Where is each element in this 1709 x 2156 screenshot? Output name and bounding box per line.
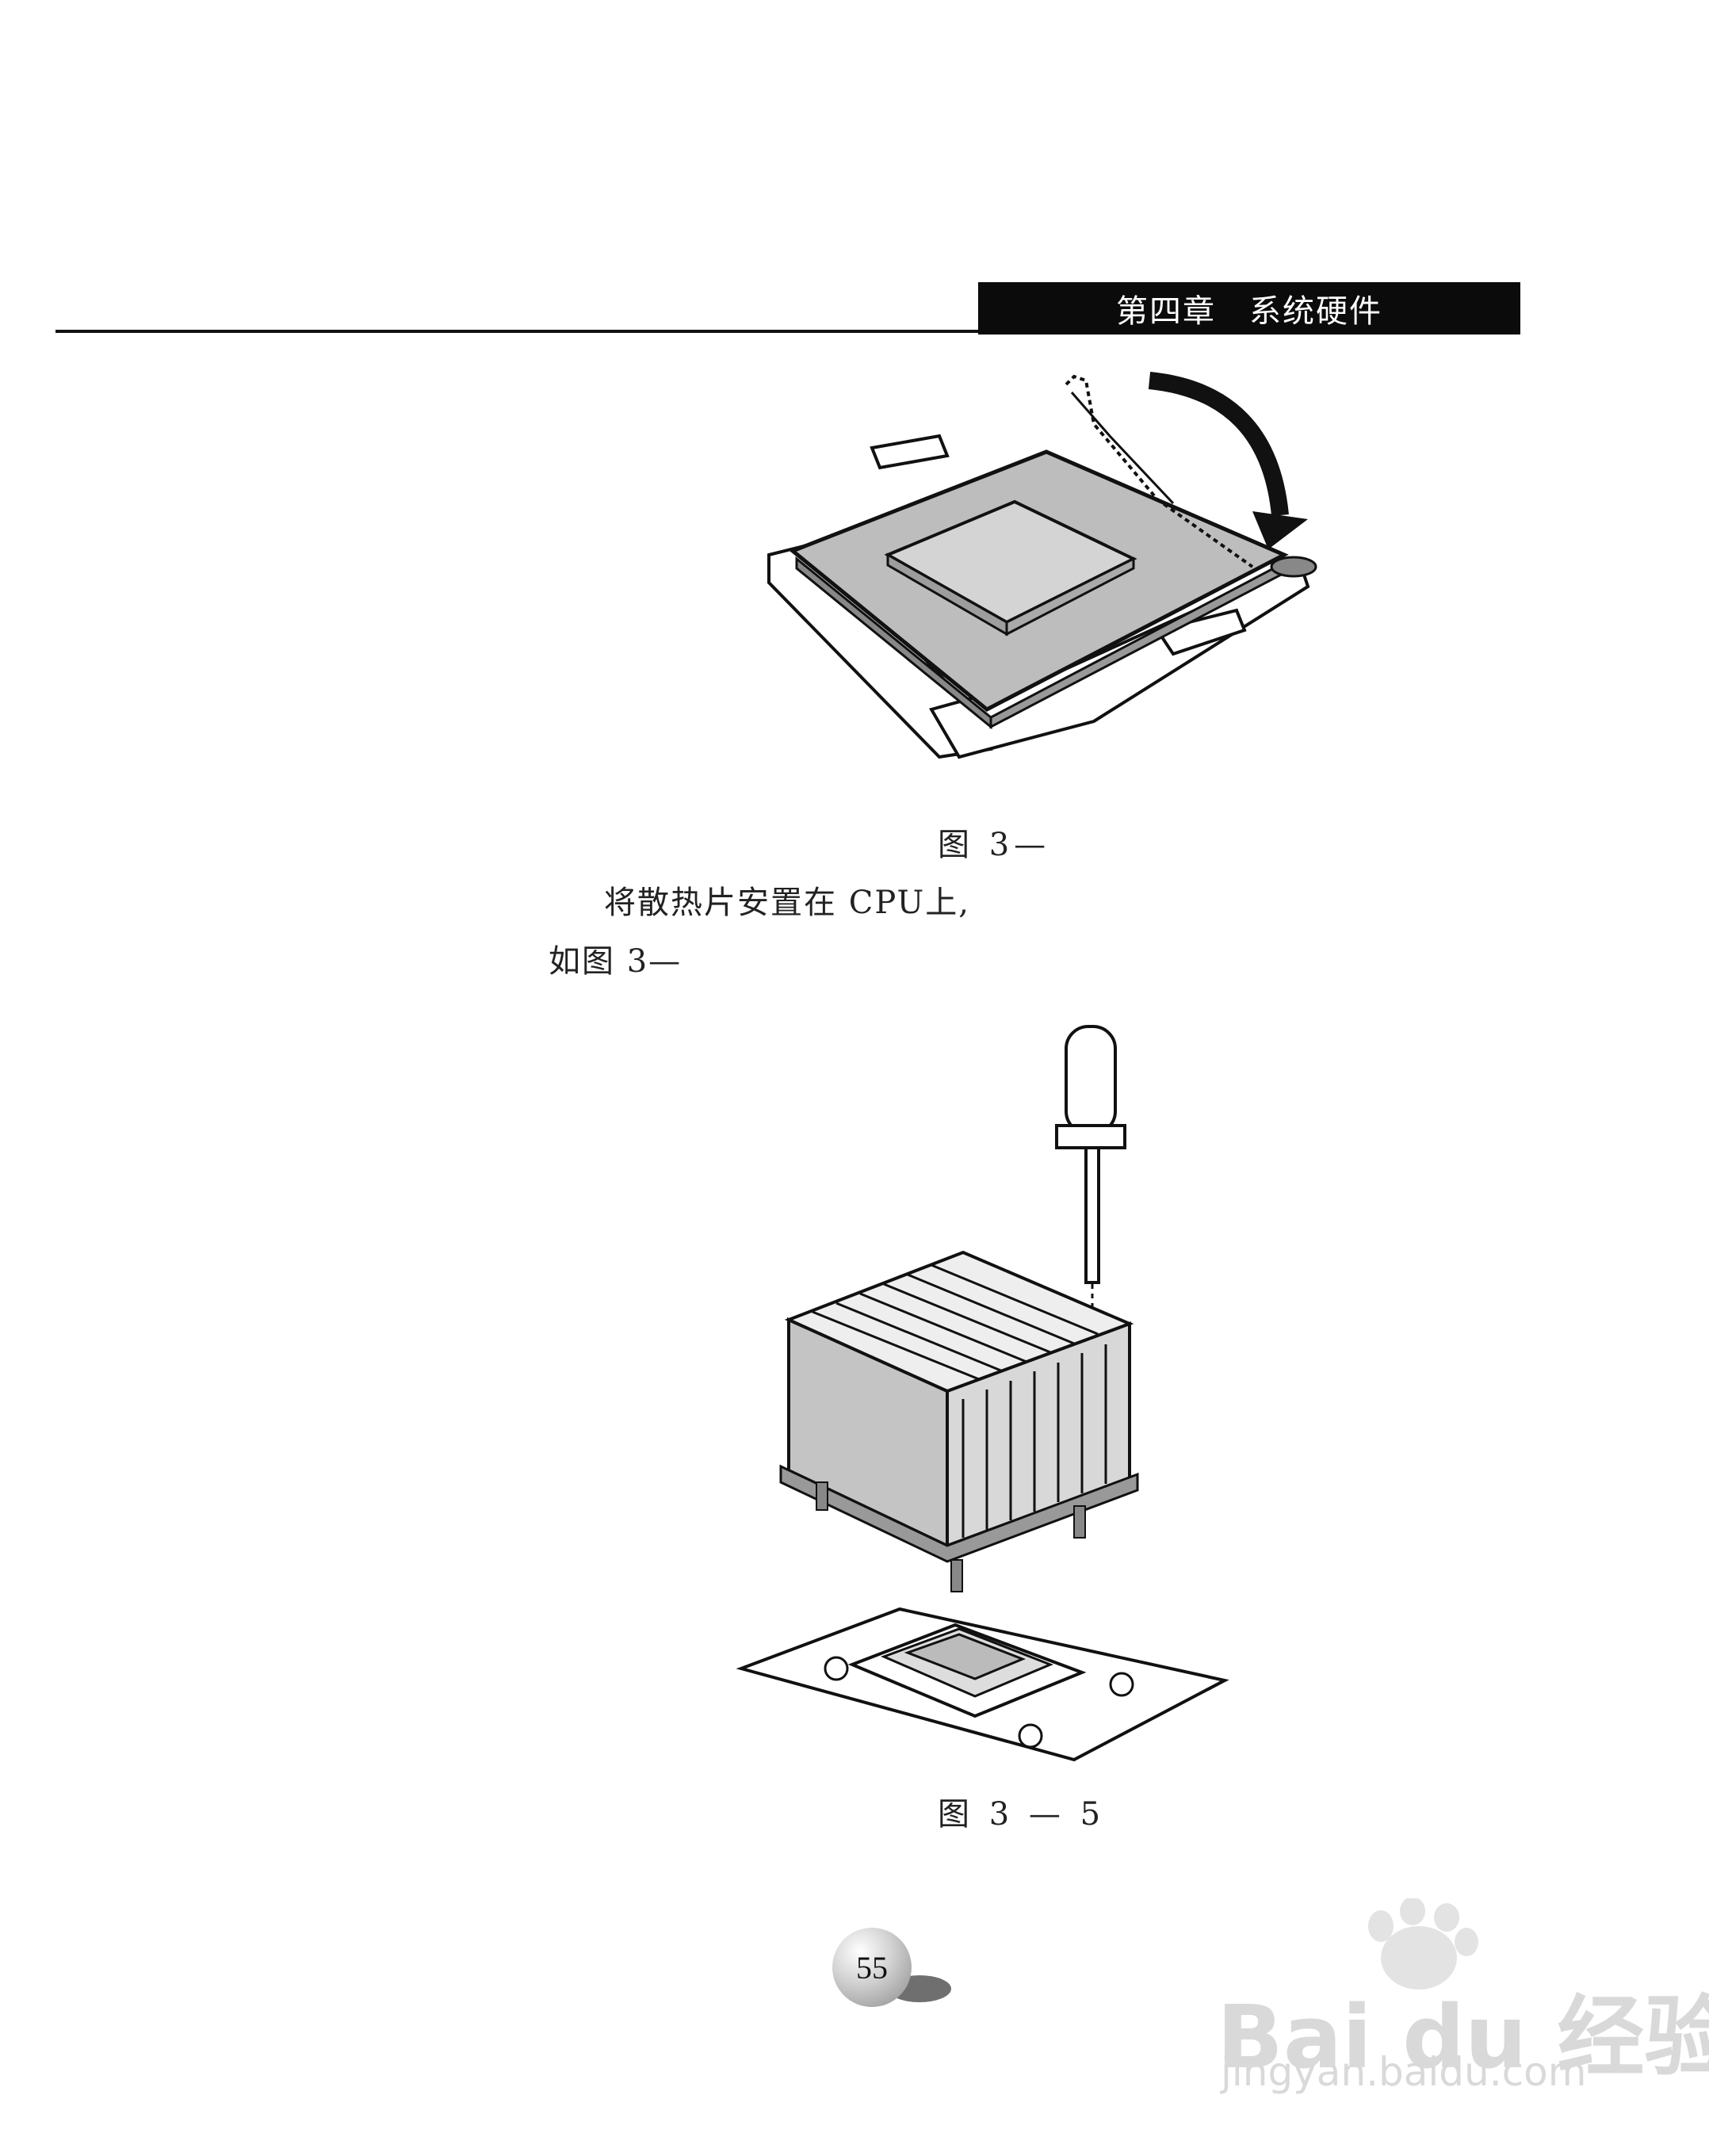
body-text-line-1: 将散热片安置在 CPU上, xyxy=(604,885,970,921)
cpu-socket-figure xyxy=(767,372,1317,759)
body-text-line-2: 如图 3— xyxy=(549,943,682,980)
figure-caption-1: 图 3— xyxy=(938,827,1051,863)
page-number: 55 xyxy=(832,1928,912,2007)
chapter-heading: 第四章 系统硬件 xyxy=(978,282,1520,334)
heatsink-figure xyxy=(736,1025,1229,1762)
header-rule xyxy=(55,330,983,333)
baidu-watermark-brand: Bai du 经验 xyxy=(1217,1986,1709,2088)
figure-caption-2: 图 3 — 5 xyxy=(938,1796,1106,1833)
baidu-paw-logo xyxy=(1368,1898,1478,1990)
baidu-watermark-url: jingyan.baidu.com xyxy=(1221,2049,1587,2095)
